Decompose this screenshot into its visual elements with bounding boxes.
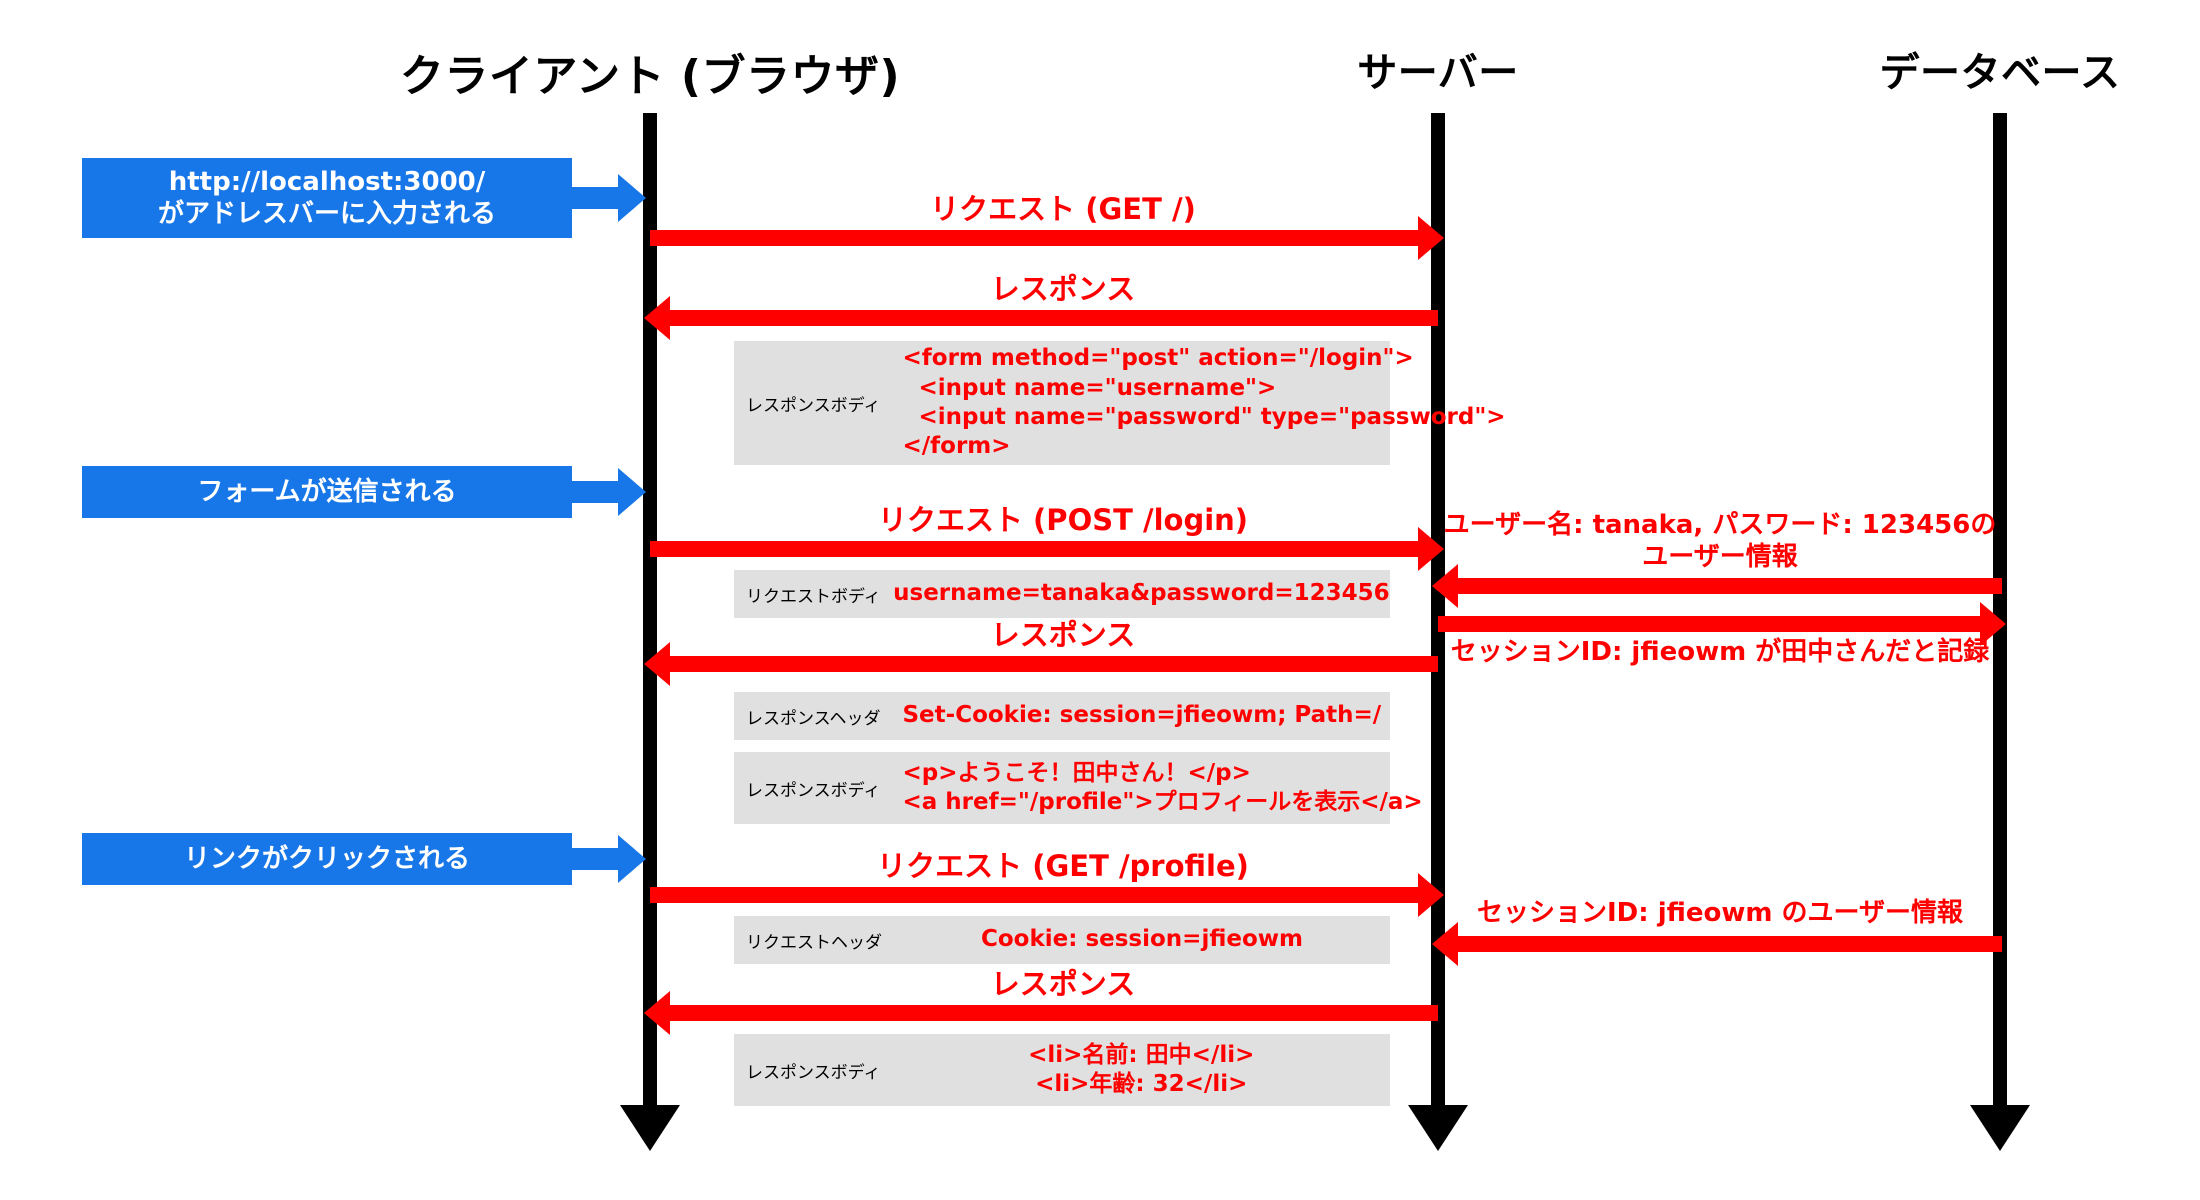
note-response-body-profile: レスポンスボディ <li>名前: 田中</li> <li>年齢: 32</li> [734, 1034, 1390, 1106]
actor-title-server: サーバー [1357, 50, 1519, 96]
user-event-arrow-link-clicked [572, 848, 620, 870]
message-arrow-db-session-lookup [1456, 936, 2002, 952]
user-event-arrow-form-submit [572, 481, 620, 503]
note-response-header-cookie: レスポンスヘッダ Set-Cookie: session=jfieowm; Pa… [734, 692, 1390, 740]
note-kind-label: リクエストボディ [746, 586, 881, 607]
message-label-db-session-store: セッションID: jfieowm が田中さんだと記録 [1450, 637, 1990, 667]
user-event-form-submit-line1: フォームが送信される [197, 476, 457, 507]
note-code-content: <li>名前: 田中</li> <li>年齢: 32</li> [1028, 1041, 1255, 1097]
message-label-db-user-lookup-line1: ユーザー名: tanaka, パスワード: 123456の [1443, 510, 1997, 540]
lifeline-client [643, 113, 657, 1133]
message-label-res-profile: レスポンス [990, 967, 1136, 1001]
note-response-body-form: レスポンスボディ <form method="post" action="/lo… [734, 341, 1506, 465]
message-arrow-res-login [668, 656, 1438, 672]
note-code-content: username=tanaka&password=123456 [893, 580, 1390, 607]
message-label-db-user-lookup: ユーザー名: tanaka, パスワード: 123456の ユーザー情報 [1430, 510, 2010, 573]
note-code-content: Cookie: session=jfieowm [980, 926, 1303, 953]
message-label-db-session-lookup: セッションID: jfieowm のユーザー情報 [1476, 898, 1964, 928]
note-kind-label: レスポンスボディ [746, 780, 881, 801]
lifeline-arrowhead-database [1970, 1105, 2030, 1151]
actor-title-database: データベース [1879, 50, 2121, 96]
user-event-url-typed-line1: http://localhost:3000/ [168, 166, 486, 197]
note-response-body-welcome: レスポンスボディ <p>ようこそ！田中さん！</p> <a href="/pro… [734, 752, 1423, 824]
user-event-link-clicked: リンクがクリックされる [82, 833, 572, 885]
user-event-link-clicked-line1: リンクがクリックされる [183, 843, 470, 874]
note-code-content: <p>ようこそ！田中さん！</p> <a href="/profile">プロフ… [902, 759, 1423, 815]
note-kind-label: レスポンスボディ [746, 395, 881, 416]
message-arrow-res-root [668, 310, 1438, 326]
message-arrow-req-get-profile [650, 887, 1420, 903]
message-arrow-req-post-login [650, 541, 1420, 557]
user-event-form-submit: フォームが送信される [82, 466, 572, 518]
message-arrow-db-user-lookup [1456, 578, 2002, 594]
message-label-res-login: レスポンス [990, 618, 1136, 652]
user-event-arrow-url-typed [572, 187, 620, 209]
message-label-req-post-login: リクエスト (POST /login) [877, 503, 1249, 537]
message-arrow-req-get-root [650, 230, 1420, 246]
lifeline-arrowhead-client [620, 1105, 680, 1151]
note-code-content: Set-Cookie: session=jfieowm; Path=/ [902, 702, 1382, 729]
note-code-content: <form method="post" action="/login"> <in… [902, 345, 1506, 460]
user-event-url-typed: http://localhost:3000/ がアドレスバーに入力される [82, 158, 572, 238]
message-label-req-get-root: リクエスト (GET /) [930, 192, 1196, 226]
message-label-req-get-profile: リクエスト (GET /profile) [877, 849, 1249, 883]
message-arrow-res-profile [668, 1005, 1438, 1021]
actor-title-client: クライアント (ブラウザ) [399, 51, 901, 102]
message-label-res-root: レスポンス [990, 272, 1136, 306]
user-event-url-typed-line2: がアドレスバーに入力される [157, 199, 496, 229]
note-kind-label: レスポンスボディ [746, 1062, 881, 1083]
note-request-body-login: リクエストボディ username=tanaka&password=123456 [734, 570, 1390, 618]
lifeline-arrowhead-server [1408, 1105, 1468, 1151]
note-kind-label: リクエストヘッダ [746, 932, 882, 953]
note-kind-label: レスポンスヘッダ [746, 708, 881, 729]
message-arrow-db-session-store [1438, 616, 1982, 632]
note-request-header-cookie: リクエストヘッダ Cookie: session=jfieowm [734, 916, 1390, 964]
message-label-db-user-lookup-line2: ユーザー情報 [1642, 541, 1798, 572]
